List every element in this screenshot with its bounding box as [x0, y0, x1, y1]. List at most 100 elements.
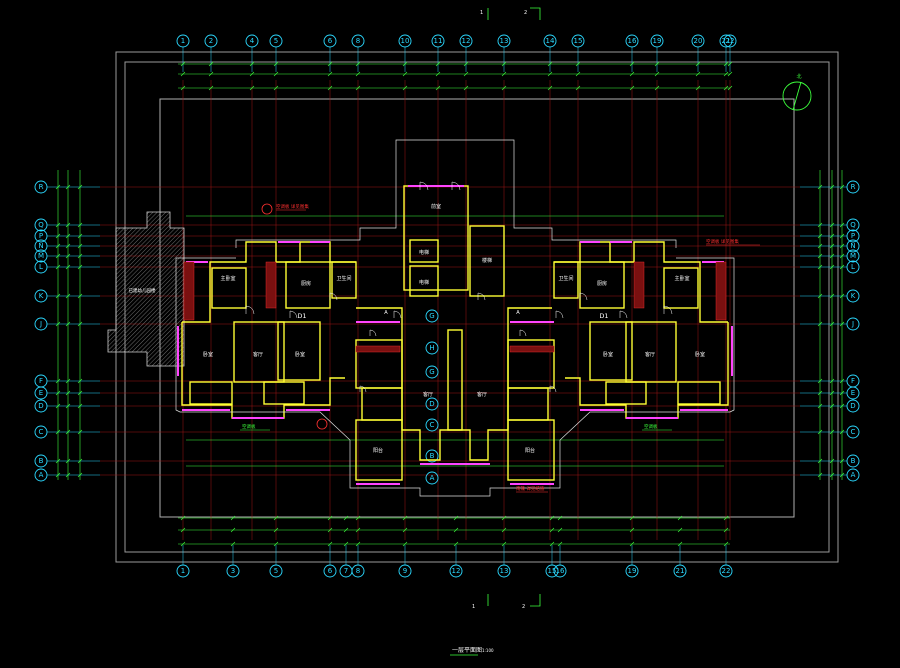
axis-left-12-label: B: [39, 457, 44, 465]
slab-outline: [175, 139, 735, 497]
axis-top-9: 13: [497, 34, 511, 48]
axis-center-4-label: C: [430, 421, 435, 429]
axis-top-13: 19: [650, 34, 664, 48]
room-bed1-right: 卧室: [603, 351, 613, 358]
north-arrow: 北: [782, 73, 812, 111]
room-bed3-left: 主卧室: [220, 275, 235, 282]
axis-bottom-12-label: 21: [676, 567, 685, 575]
axis-right-4-label: M: [850, 252, 856, 260]
axis-bottom-5-label: 8: [356, 567, 360, 575]
axis-left-5-label: L: [39, 263, 43, 271]
axis-right-13-label: A: [851, 471, 856, 479]
axis-bottom-3: 6: [323, 564, 337, 578]
axis-center-1: H: [425, 341, 439, 355]
axis-right-10-label: D: [850, 402, 855, 410]
room-hall: 前室: [431, 203, 441, 210]
axis-right-8: F: [846, 374, 860, 388]
axis-bottom-8: 13: [497, 564, 511, 578]
axis-top-11-label: 15: [574, 37, 583, 45]
axis-top-12-label: 16: [628, 37, 637, 45]
axis-top-14: 20: [691, 34, 705, 48]
axis-left-3: N: [34, 239, 48, 253]
room-kitchen-right: 厨房: [597, 280, 607, 287]
axis-bottom-2-label: 5: [274, 567, 278, 575]
axis-top-8: 12: [459, 34, 473, 48]
axis-left-0-label: R: [39, 183, 44, 191]
axis-bottom-0-label: 1: [181, 567, 185, 575]
axis-center-2: G: [425, 365, 439, 379]
axis-top-4-label: 6: [328, 37, 333, 45]
axis-bottom-1: 3: [226, 564, 240, 578]
axis-top-2: 4: [245, 34, 259, 48]
axis-right-12: B: [846, 454, 860, 468]
axis-right-13: A: [846, 468, 860, 482]
axis-center-0-label: G: [429, 312, 434, 320]
axis-right-7-label: J: [851, 320, 854, 328]
axis-bottom-0: 1: [176, 564, 190, 578]
room-kitchen-left: 厨房: [301, 280, 311, 287]
axis-left-9: E: [34, 386, 48, 400]
axis-bottom-9: 15: [545, 564, 559, 578]
room-elevator-2: 电梯: [419, 279, 429, 286]
axis-right-2-label: P: [851, 232, 855, 240]
axis-bottom-6-label: 9: [403, 567, 407, 575]
axis-bottom-6: 9: [398, 564, 412, 578]
axis-bottom-4-label: 7: [344, 567, 348, 575]
axis-left-5: L: [34, 260, 48, 274]
axis-left-6: K: [34, 289, 48, 303]
axis-right-11-label: C: [851, 428, 856, 436]
axis-top-6: 10: [398, 34, 412, 48]
axis-center-5: B: [425, 449, 439, 463]
axis-right-5: L: [846, 260, 860, 274]
room-elevator-1: 电梯: [419, 249, 429, 256]
green-note-right: 空调板: [644, 423, 658, 430]
hatched-block-label: 已建幼儿园楼: [129, 287, 156, 294]
axis-bottom-13: 22: [719, 564, 733, 578]
axis-top-11: 15: [571, 34, 585, 48]
axis-top-1: 2: [204, 34, 218, 48]
axis-center-0: G: [425, 309, 439, 323]
axis-left-7: J: [34, 317, 48, 331]
axis-right-6: K: [846, 289, 860, 303]
axis-bottom-13-label: 22: [722, 567, 731, 575]
axis-bottom-11-label: 19: [628, 567, 637, 575]
room-living-left: 客厅: [253, 351, 263, 358]
axis-right-9: E: [846, 386, 860, 400]
axis-right-7: J: [846, 317, 860, 331]
axis-top-5: 8: [351, 34, 365, 48]
building-walls: [181, 185, 729, 481]
axis-top-7: 11: [431, 34, 445, 48]
axis-top-15: 21: [719, 34, 733, 48]
axis-top-13-label: 19: [653, 37, 662, 45]
room-living-center-left: 客厅: [423, 391, 433, 398]
axis-top-1-label: 2: [209, 37, 213, 45]
axis-right-10: D: [846, 399, 860, 413]
axis-top-14-label: 20: [694, 37, 703, 45]
axis-top-0-label: 1: [181, 37, 185, 45]
axis-right-11: C: [846, 425, 860, 439]
axis-center-3: D: [425, 397, 439, 411]
axis-right-1-label: Q: [850, 221, 856, 229]
axis-left-11: C: [34, 425, 48, 439]
axis-right-6-label: K: [851, 292, 856, 300]
axis-right-0: R: [846, 180, 860, 194]
axis-top-7-label: 11: [434, 37, 443, 45]
section-bottom-2: 2: [522, 604, 525, 610]
axis-left-7-label: J: [39, 320, 42, 328]
room-bed2-right: 卧室: [695, 351, 705, 358]
axis-right-8-label: F: [851, 377, 855, 385]
axis-right-9-label: E: [851, 389, 855, 397]
axis-left-11-label: C: [39, 428, 44, 436]
axis-bottom-9-label: 15: [548, 567, 557, 575]
axis-left-0: R: [34, 180, 48, 194]
room-bed1-left: 卧室: [295, 351, 305, 358]
room-balcony-left: 阳台: [373, 447, 383, 454]
green-note-left: 空调板: [242, 423, 256, 430]
axis-bottom-12: 21: [673, 564, 687, 578]
existing-building-hatch: 已建幼儿园楼: [107, 211, 185, 367]
room-bed2-left: 卧室: [203, 351, 213, 358]
axis-bottom-3-label: 6: [328, 567, 333, 575]
axis-center-6-label: A: [430, 474, 435, 482]
axis-bottom-11: 19: [625, 564, 639, 578]
